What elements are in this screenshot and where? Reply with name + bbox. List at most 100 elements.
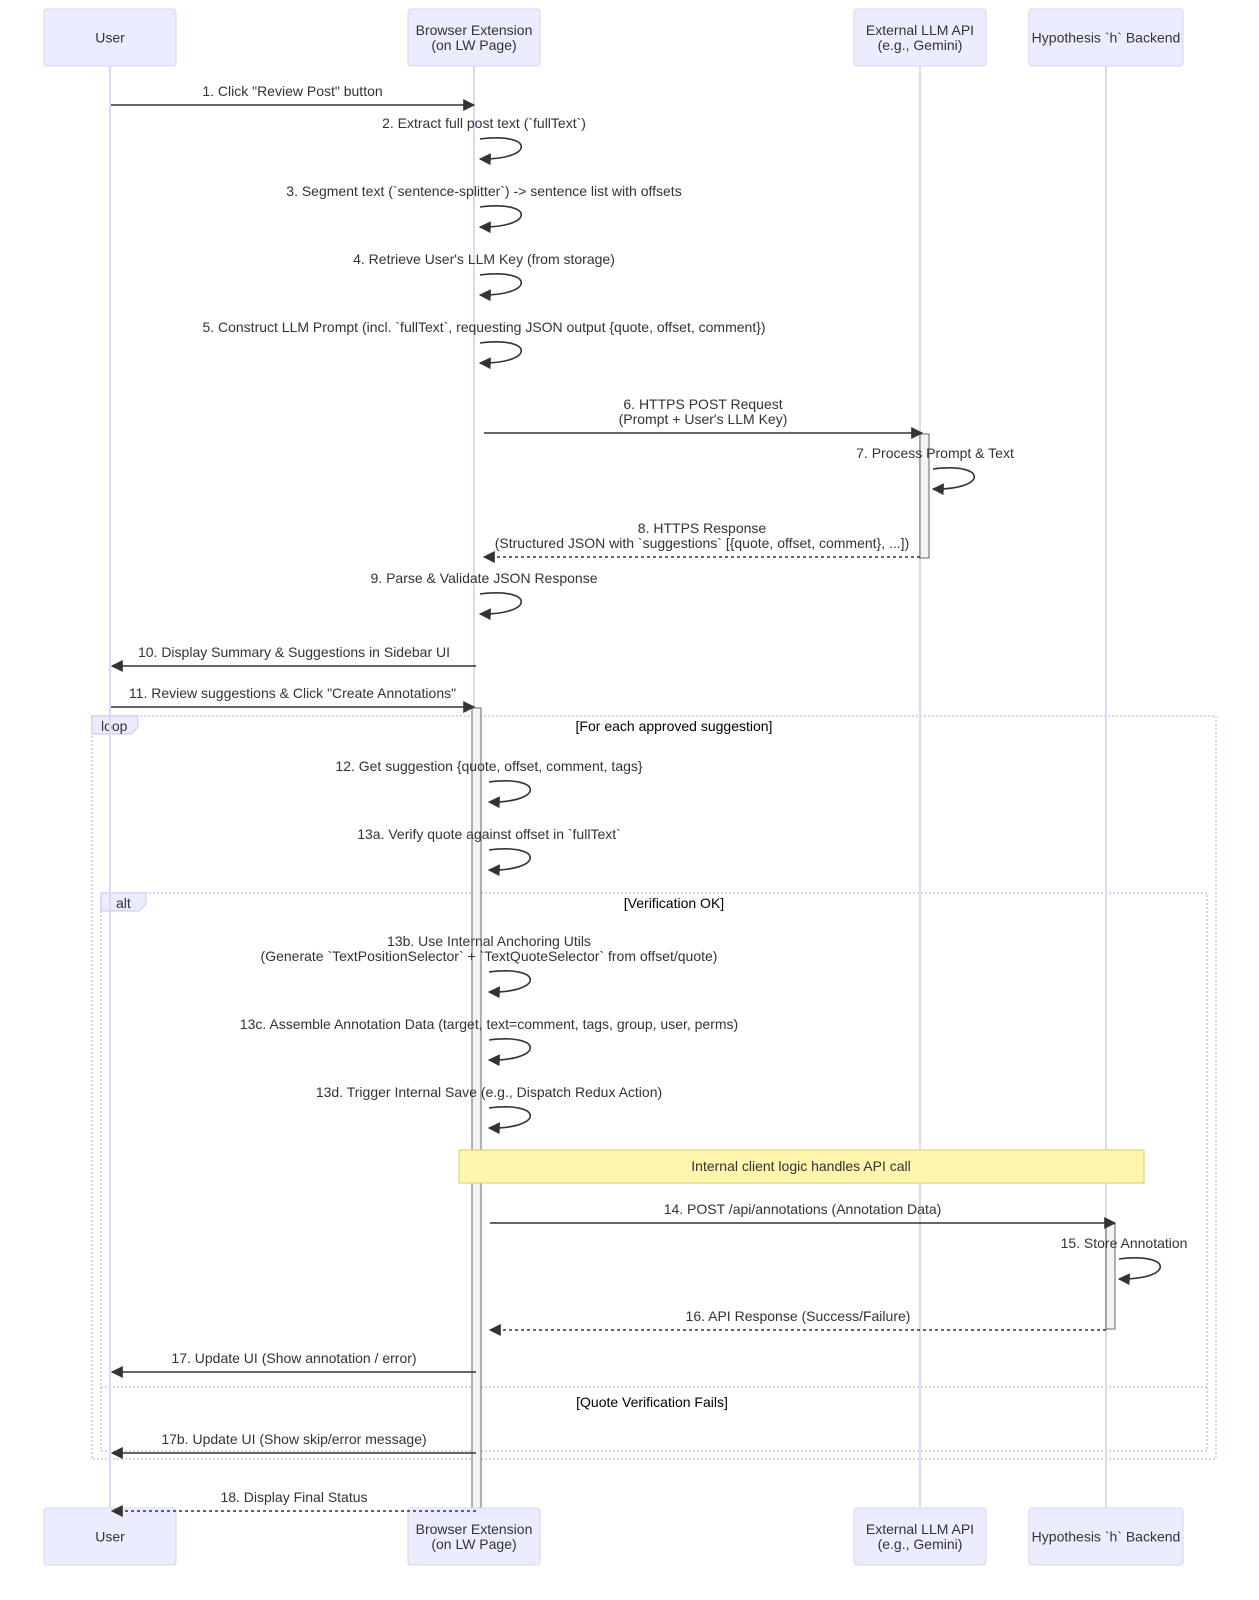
message-6: 6. HTTPS POST Request(Prompt + User's LL… (484, 396, 924, 439)
message-17: 14. POST /api/annotations (Annotation Da… (490, 1201, 1117, 1229)
actor-user-top: User (43, 8, 177, 67)
loop-frame: loop [For each approved suggestion] (91, 715, 1217, 1460)
actor-user-bottom: User (43, 1507, 177, 1566)
message-label: 13c. Assemble Annotation Data (target, t… (240, 1016, 738, 1032)
self-message-arrow (487, 848, 532, 877)
note-box (458, 1149, 1145, 1184)
message-label: 2. Extract full post text (`fullText`) (382, 115, 586, 131)
message-13: 13a. Verify quote against offset in `ful… (357, 826, 621, 877)
message-3: 3. Segment text (`sentence-splitter`) ->… (286, 183, 682, 234)
loop-condition: [For each approved suggestion] (576, 718, 773, 734)
actor-label: Hypothesis `h` Backend (1032, 30, 1181, 46)
actor-box (407, 8, 541, 67)
message-label: 14. POST /api/annotations (Annotation Da… (664, 1201, 942, 1217)
message-1: 1. Click "Review Post" button (111, 83, 476, 111)
lifelines-layer (109, 66, 1107, 1508)
message-label: 12. Get suggestion {quote, offset, comme… (335, 758, 642, 774)
self-message-arrow (931, 467, 976, 496)
message-label: 4. Retrieve User's LLM Key (from storage… (353, 251, 615, 267)
self-message-arrow (1117, 1257, 1162, 1286)
message-11: 11. Review suggestions & Click "Create A… (111, 685, 476, 713)
message-5: 5. Construct LLM Prompt (incl. `fullText… (202, 319, 766, 370)
message-2: 2. Extract full post text (`fullText`) (382, 115, 586, 166)
actor-h-bottom: Hypothesis `h` Backend (1028, 1507, 1184, 1566)
actor-ext-top: Browser Extension(on LW Page) (407, 8, 541, 67)
actor-llm-bottom: External LLM API(e.g., Gemini) (853, 1507, 987, 1566)
actor-box (407, 1507, 541, 1566)
actor-label: External LLM API (866, 22, 974, 38)
message-20: 17. Update UI (Show annotation / error) (110, 1350, 476, 1378)
message-label: 8. HTTPS Response (638, 520, 767, 536)
actor-box (1028, 1507, 1184, 1566)
actor-box (1028, 8, 1184, 67)
message-10: 10. Display Summary & Suggestions in Sid… (110, 644, 476, 672)
message-15: 13c. Assemble Annotation Data (target, t… (240, 1016, 738, 1067)
message-4: 4. Retrieve User's LLM Key (from storage… (353, 251, 615, 302)
actor-label: (on LW Page) (431, 1536, 516, 1552)
message-8: 8. HTTPS Response(Structured JSON with `… (482, 520, 920, 563)
note-text: Internal client logic handles API call (691, 1158, 910, 1174)
actor-box (853, 1507, 987, 1566)
actor-label: Browser Extension (416, 22, 533, 38)
actor-label: User (95, 30, 125, 46)
actor-ext-bottom: Browser Extension(on LW Page) (407, 1507, 541, 1566)
self-message-arrow (487, 780, 532, 809)
actor-label: (e.g., Gemini) (878, 1536, 963, 1552)
message-label: 7. Process Prompt & Text (856, 445, 1014, 461)
message-18: 15. Store Annotation (1061, 1235, 1188, 1286)
message-9: 9. Parse & Validate JSON Response (371, 570, 598, 621)
message-16: 13d. Trigger Internal Save (e.g., Dispat… (316, 1084, 662, 1135)
actor-box (43, 1507, 177, 1566)
message-label: 18. Display Final Status (220, 1489, 367, 1505)
frames-layer: loop [For each approved suggestion] alt [Ve… (91, 715, 1217, 1460)
message-label: 17. Update UI (Show annotation / error) (171, 1350, 416, 1366)
note: Internal client logic handles API call (458, 1149, 1145, 1184)
loop-label: loop (101, 718, 128, 734)
loop-frame-border (91, 715, 1217, 1460)
self-message-arrow (487, 970, 532, 999)
message-label: 15. Store Annotation (1061, 1235, 1188, 1251)
message-label: 16. API Response (Success/Failure) (686, 1308, 911, 1324)
activations-layer (471, 433, 1116, 1509)
self-message-arrow (478, 205, 523, 234)
activation-llm (919, 433, 930, 559)
alt-condition: [Verification OK] (624, 895, 724, 911)
actor-llm-top: External LLM API(e.g., Gemini) (853, 8, 987, 67)
actor-label: External LLM API (866, 1521, 974, 1537)
actor-label: (on LW Page) (431, 37, 516, 53)
actor-label: Hypothesis `h` Backend (1032, 1529, 1181, 1545)
self-message-arrow (478, 273, 523, 302)
message-21: 17b. Update UI (Show skip/error message) (110, 1431, 476, 1459)
message-label: (Generate `TextPositionSelector` + `Text… (261, 948, 718, 964)
alt-else-condition: [Quote Verification Fails] (576, 1394, 728, 1410)
note-layer: Internal client logic handles API call (458, 1149, 1145, 1184)
actor-label: User (95, 1529, 125, 1545)
loop-frame-tag (91, 715, 139, 735)
self-message-arrow (478, 341, 523, 370)
self-message-arrow (478, 137, 523, 166)
message-label: 1. Click "Review Post" button (202, 83, 382, 99)
self-message-arrow (478, 592, 523, 621)
message-label: 11. Review suggestions & Click "Create A… (129, 685, 456, 701)
message-label: 5. Construct LLM Prompt (incl. `fullText… (202, 319, 765, 335)
alt-frame-border (100, 892, 1208, 1452)
message-label: 13a. Verify quote against offset in `ful… (357, 826, 621, 842)
alt-frame: alt [Verification OK] [Quote Verification … (100, 892, 1208, 1452)
message-label: 10. Display Summary & Suggestions in Sid… (138, 644, 450, 660)
message-label: 6. HTTPS POST Request (623, 396, 782, 412)
message-label: (Structured JSON with `suggestions` [{qu… (495, 535, 909, 551)
message-label: 13d. Trigger Internal Save (e.g., Dispat… (316, 1084, 662, 1100)
message-14: 13b. Use Internal Anchoring Utils(Genera… (261, 933, 718, 999)
actor-box (43, 8, 177, 67)
message-19: 16. API Response (Success/Failure) (488, 1308, 1106, 1336)
message-7: 7. Process Prompt & Text (856, 445, 1014, 496)
alt-frame-tag (100, 892, 147, 912)
self-message-arrow (487, 1038, 532, 1067)
message-label: 3. Segment text (`sentence-splitter`) ->… (286, 183, 681, 199)
alt-label: alt (116, 895, 131, 911)
message-label: 9. Parse & Validate JSON Response (371, 570, 598, 586)
message-22: 18. Display Final Status (110, 1489, 476, 1517)
